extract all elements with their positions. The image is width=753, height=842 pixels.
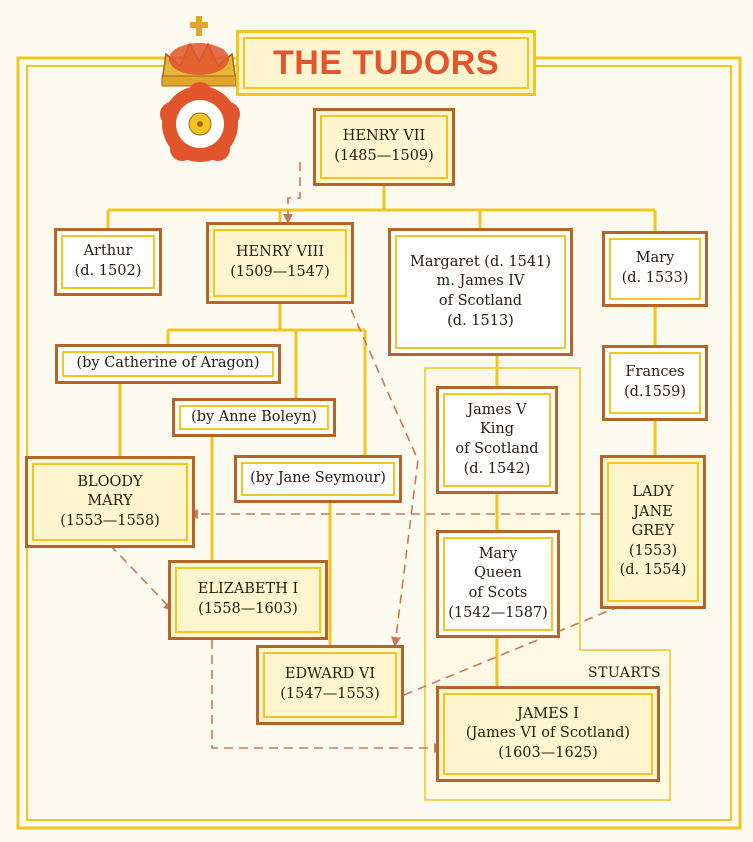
node-mary-queen-of-scots: Mary Queen of Scots (1542—1587) xyxy=(436,530,560,638)
node-henry-vii: HENRY VII (1485—1509) xyxy=(313,108,455,186)
title-banner: THE TUDORS xyxy=(236,30,536,96)
node-bloody-mary: BLOODY MARY (1553—1558) xyxy=(25,456,195,548)
succession-arrows xyxy=(109,162,632,753)
node-henry-viii: HENRY VIII (1509—1547) xyxy=(206,222,354,304)
node-frances: Frances (d.1559) xyxy=(602,345,708,421)
node-by-anne-boleyn: (by Anne Boleyn) xyxy=(172,398,336,437)
node-margaret: Margaret (d. 1541) m. James IV of Scotla… xyxy=(388,228,573,356)
node-by-catherine-of-aragon: (by Catherine of Aragon) xyxy=(55,344,281,384)
tudor-rose-crown-icon xyxy=(160,16,240,162)
node-edward-vi: EDWARD VI (1547—1553) xyxy=(256,645,404,725)
node-james-i: JAMES I (James VI of Scotland) (1603—162… xyxy=(436,686,660,782)
node-mary-tudor-sister: Mary (d. 1533) xyxy=(602,231,708,307)
node-by-jane-seymour: (by Jane Seymour) xyxy=(234,455,402,503)
diagram-title: THE TUDORS xyxy=(273,43,499,82)
node-elizabeth-i: ELIZABETH I (1558—1603) xyxy=(168,560,328,640)
node-lady-jane-grey: LADY JANE GREY (1553) (d. 1554) xyxy=(600,455,706,609)
node-arthur: Arthur (d. 1502) xyxy=(54,228,162,296)
family-lines xyxy=(106,186,657,686)
node-james-v: James V King of Scotland (d. 1542) xyxy=(436,386,558,494)
stuarts-label: STUARTS xyxy=(588,665,662,681)
